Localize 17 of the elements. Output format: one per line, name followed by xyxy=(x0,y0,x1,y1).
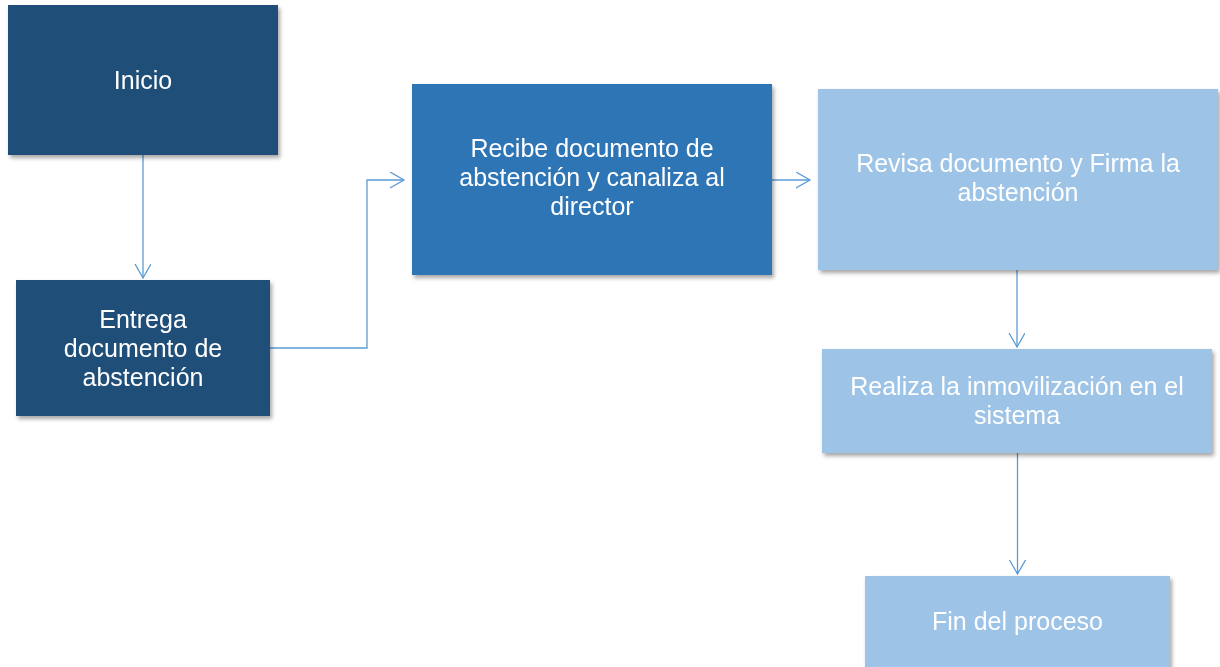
box-label: Inicio xyxy=(113,65,173,95)
arrow xyxy=(771,171,811,189)
process-box xyxy=(8,5,278,155)
process-box xyxy=(16,280,270,416)
box-label: Recibe documento de abstención y canaliza al director xyxy=(458,134,726,221)
arrow xyxy=(269,171,405,349)
process-box xyxy=(865,576,1170,667)
box-label: Fin del proceso xyxy=(932,607,1103,636)
box-label: Revisa documento y Firma la abstención xyxy=(855,149,1181,207)
arrow xyxy=(1008,452,1027,575)
arrow xyxy=(1008,269,1026,348)
box-label: Realiza la inmovilización en el sistema xyxy=(849,372,1185,430)
process-box xyxy=(822,349,1212,453)
process-box xyxy=(818,89,1218,270)
arrow xyxy=(134,154,152,279)
process-box xyxy=(412,84,772,275)
box-label: Entrega documento de abstención xyxy=(62,304,224,392)
